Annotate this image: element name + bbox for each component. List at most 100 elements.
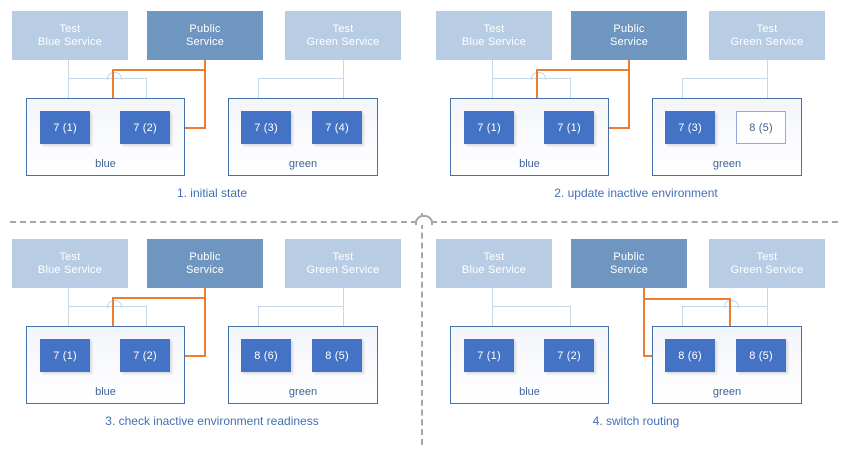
public-route-trunk bbox=[628, 60, 630, 128]
environment-label: blue bbox=[95, 158, 116, 170]
service-label-line2: Green Service bbox=[306, 263, 380, 276]
test-blue-trunk bbox=[492, 60, 493, 105]
node-green-1: 7 (3) bbox=[665, 111, 715, 144]
service-label-line2: Green Service bbox=[730, 35, 804, 48]
service-label-line1: Test bbox=[756, 22, 778, 35]
node-blue-1: 7 (1) bbox=[40, 339, 90, 372]
service-label-line1: Public bbox=[613, 22, 645, 35]
panel-caption: 2. update inactive environment bbox=[554, 186, 718, 200]
test-blue-branch bbox=[492, 306, 570, 307]
node-green-1: 8 (6) bbox=[241, 339, 291, 372]
test-green-branch-drop bbox=[682, 306, 683, 333]
node-green-1: 8 (6) bbox=[665, 339, 715, 372]
test-green-trunk bbox=[343, 60, 344, 105]
public-route-horizontal bbox=[536, 69, 630, 71]
panel-caption: 4. switch routing bbox=[592, 414, 680, 428]
environment-label: green bbox=[288, 158, 318, 170]
node-blue-2: 7 (2) bbox=[120, 111, 170, 144]
panel-caption: 1. initial state bbox=[176, 186, 248, 200]
public-route-trunk bbox=[643, 288, 645, 300]
public-route-trunk bbox=[204, 60, 206, 128]
service-label-line2: Blue Service bbox=[461, 35, 527, 48]
node-green-2: 8 (5) bbox=[312, 339, 362, 372]
service-label-line1: Test bbox=[332, 250, 354, 263]
service-label-line2: Green Service bbox=[730, 263, 804, 276]
service-label-line2: Service bbox=[185, 263, 225, 276]
node-green-2: 8 (5) bbox=[736, 111, 786, 144]
service-label-line2: Blue Service bbox=[37, 35, 103, 48]
environment-label: blue bbox=[519, 386, 540, 398]
test-blue-trunk bbox=[68, 288, 69, 333]
service-label-line2: Service bbox=[609, 35, 649, 48]
public-route-horizontal bbox=[112, 297, 206, 299]
test-green-trunk bbox=[343, 288, 344, 333]
service-label-line2: Service bbox=[185, 35, 225, 48]
environment-label: green bbox=[712, 386, 742, 398]
node-blue-1: 7 (1) bbox=[40, 111, 90, 144]
line-hop-icon bbox=[107, 300, 122, 308]
service-label-line2: Blue Service bbox=[37, 263, 103, 276]
service-label-line1: Test bbox=[756, 250, 778, 263]
test-blue-branch-drop bbox=[146, 78, 147, 105]
service-label-line1: Public bbox=[189, 250, 221, 263]
service-label-line1: Test bbox=[332, 22, 354, 35]
public-route-into-node-2 bbox=[176, 355, 206, 357]
node-blue-2: 7 (2) bbox=[120, 339, 170, 372]
test-green-branch bbox=[258, 306, 344, 307]
public-route-horizontal bbox=[112, 69, 206, 71]
public-route-horizontal bbox=[643, 298, 731, 300]
environment-label: blue bbox=[519, 158, 540, 170]
line-hop-icon bbox=[724, 300, 739, 308]
service-label-line1: Test bbox=[59, 250, 81, 263]
line-hop-icon bbox=[107, 72, 122, 80]
service-label-line1: Public bbox=[189, 22, 221, 35]
node-blue-2: 7 (2) bbox=[544, 339, 594, 372]
service-label-line2: Service bbox=[609, 263, 649, 276]
test-green-branch bbox=[682, 78, 768, 79]
service-label-line1: Test bbox=[483, 22, 505, 35]
environment-label: blue bbox=[95, 386, 116, 398]
panel-caption: 3. check inactive environment readiness bbox=[105, 414, 319, 428]
service-label-line1: Public bbox=[613, 250, 645, 263]
environment-label: green bbox=[712, 158, 742, 170]
divider-vertical bbox=[421, 213, 423, 445]
test-blue-branch-drop bbox=[570, 306, 571, 333]
node-green-1: 7 (3) bbox=[241, 111, 291, 144]
node-green-2: 7 (4) bbox=[312, 111, 362, 144]
node-blue-2: 7 (1) bbox=[544, 111, 594, 144]
divider-hop-icon bbox=[415, 215, 433, 225]
service-label-line2: Blue Service bbox=[461, 263, 527, 276]
public-route-drop-left bbox=[643, 298, 645, 355]
test-green-branch bbox=[258, 78, 344, 79]
service-label-line1: Test bbox=[483, 250, 505, 263]
test-green-branch-drop bbox=[682, 78, 683, 105]
test-green-trunk bbox=[767, 288, 768, 333]
public-route-trunk bbox=[204, 288, 206, 356]
service-label-line2: Green Service bbox=[306, 35, 380, 48]
test-blue-trunk bbox=[492, 288, 493, 333]
node-blue-1: 7 (1) bbox=[464, 111, 514, 144]
test-green-branch-drop bbox=[258, 306, 259, 333]
environment-label: green bbox=[288, 386, 318, 398]
test-blue-trunk bbox=[68, 60, 69, 105]
node-green-2: 8 (5) bbox=[736, 339, 786, 372]
test-blue-branch-drop bbox=[146, 306, 147, 333]
node-blue-1: 7 (1) bbox=[464, 339, 514, 372]
service-label-line1: Test bbox=[59, 22, 81, 35]
test-green-trunk bbox=[767, 60, 768, 105]
